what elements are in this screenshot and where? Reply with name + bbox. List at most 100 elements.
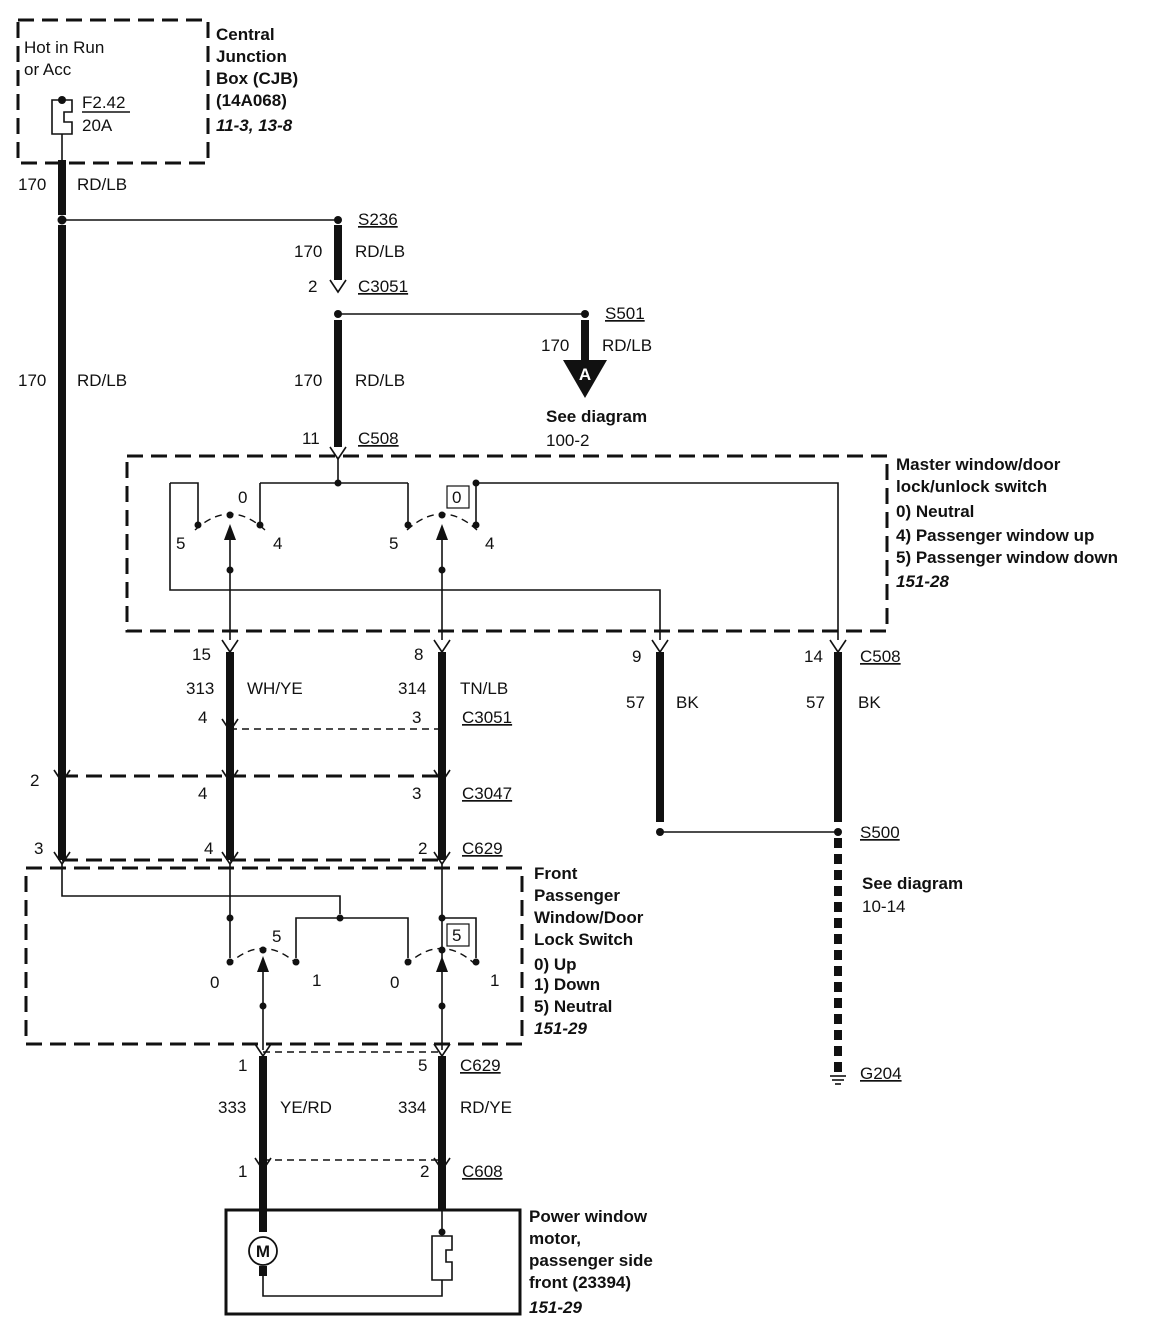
motor-box	[224, 1208, 522, 1316]
connector-c3051-top: C3051	[358, 277, 408, 296]
cjb-hot-label-2: or Acc	[24, 60, 72, 79]
master-left-label-4: 4	[273, 534, 282, 553]
wire-334-color: RD/YE	[460, 1098, 512, 1117]
pin-c608-2: 2	[420, 1162, 429, 1181]
front-switch-ref: 151-29	[534, 1019, 587, 1038]
cjb-ref: 11-3, 13-8	[216, 116, 293, 135]
master-left-neutral	[226, 511, 234, 519]
front-left-neutral	[259, 946, 267, 954]
wire-170-color-c508: RD/LB	[355, 371, 405, 390]
motor-title-4: front (23394)	[529, 1273, 631, 1292]
front-right-neutral	[438, 946, 446, 954]
connector-c3051-bottom: C3051	[462, 708, 512, 727]
cjb-title-3: Box (CJB)	[216, 69, 298, 88]
c629-top: 3 4 2 C629	[34, 839, 503, 866]
master-switch-title-2: lock/unlock switch	[896, 477, 1047, 496]
connector-c3047: C3047	[462, 784, 512, 803]
motor-feeds: 1 5 C629 333 YE/RD 334 RD/YE 1 2 C608	[218, 1043, 512, 1210]
master-left-label-0: 0	[238, 488, 247, 507]
front-switch-bus	[295, 917, 409, 958]
splice-s500-dot	[834, 828, 842, 836]
master-right-wiper-icon	[436, 524, 448, 540]
master-switch-ref: 151-28	[896, 572, 949, 591]
wire-57-number-right: 57	[806, 693, 825, 712]
fuse-icon	[51, 99, 73, 135]
ground-path: S500 See diagram 10-14 G204	[656, 823, 963, 1085]
front-right-wiper-icon	[436, 956, 448, 972]
master-right-label-4: 4	[485, 534, 494, 553]
pin-c3051-3: 3	[412, 708, 421, 727]
front-switch-pos-0: 0) Up	[534, 955, 577, 974]
front-right-label-1: 1	[490, 971, 499, 990]
splice-s236-dot	[334, 216, 342, 224]
wire-313-number: 313	[186, 679, 214, 698]
cjb-hot-label-1: Hot in Run	[24, 38, 104, 57]
wire-170-number-s501: 170	[541, 336, 569, 355]
wire-170-number-mid: 170	[18, 371, 46, 390]
cjb-title-4: (14A068)	[216, 91, 287, 110]
front-switch-title-3: Window/Door	[534, 908, 644, 927]
central-junction-box: Hot in Run or Acc F2.42 20A Central Junc…	[16, 18, 298, 165]
pin-c508-11: 11	[302, 429, 320, 448]
front-right-label-5: 5	[452, 926, 461, 945]
circuit-170-trunk: 170 RD/LB 170 RD/LB	[18, 134, 338, 860]
wire-314-color: TN/LB	[460, 679, 508, 698]
wire-57-number-left: 57	[626, 693, 645, 712]
front-switch-title-2: Passenger	[534, 886, 620, 905]
arrow-see-diagram: See diagram	[546, 407, 647, 426]
pin-c508-9: 9	[632, 647, 641, 666]
s236-branch: S236 170 RD/LB 2 C3051 170 RD/LB 11 C508	[294, 210, 585, 461]
cjb-title-2: Junction	[216, 47, 287, 66]
front-left-wiper-icon	[257, 956, 269, 972]
pin-c629-1: 1	[238, 1056, 247, 1075]
front-left-label-5: 5	[272, 927, 281, 946]
front-contact-left-0	[226, 958, 234, 966]
wire-314-number: 314	[398, 679, 426, 698]
pin-c629-3: 3	[34, 839, 43, 858]
motor-internal-wire	[262, 1276, 443, 1297]
fuse-id: F2.42	[82, 93, 125, 112]
front-switch-pos-5: 5) Neutral	[534, 997, 612, 1016]
ground-diagram-ref: 10-14	[862, 897, 905, 916]
wire-170-number-top: 170	[18, 175, 46, 194]
ground-see-diagram: See diagram	[862, 874, 963, 893]
master-ground-return	[169, 483, 661, 640]
wire-334-number: 334	[398, 1098, 426, 1117]
front-right-label-box	[446, 923, 470, 947]
wire-333-color: YE/RD	[280, 1098, 332, 1117]
wire-313-color: WH/YE	[247, 679, 303, 698]
pin-c629-2: 2	[418, 839, 427, 858]
front-contact-left-1	[292, 958, 300, 966]
master-switch-pos-5: 5) Passenger window down	[896, 548, 1118, 567]
master-left-label-5: 5	[176, 534, 185, 553]
pin-c629-5: 5	[418, 1056, 427, 1075]
motor-title-3: passenger side	[529, 1251, 653, 1270]
fuse-amps: 20A	[82, 116, 113, 135]
motor-title-2: motor,	[529, 1229, 581, 1248]
pin-c3047-2: 2	[30, 771, 39, 790]
pin-c508-15: 15	[192, 645, 211, 664]
motor-symbol: M	[256, 1242, 270, 1261]
pin-c3051-2: 2	[308, 277, 317, 296]
front-switch-feed	[61, 864, 341, 914]
pin-c3047-3: 3	[412, 784, 421, 803]
wire-57-color-left: BK	[676, 693, 699, 712]
arrow-diagram-ref: 100-2	[546, 431, 589, 450]
master-left-wiper-icon	[224, 524, 236, 540]
master-right-label-0: 0	[452, 488, 461, 507]
front-switch-pos-1: 1) Down	[534, 975, 600, 994]
s501-branch: S501 170 RD/LB A See diagram 100-2	[541, 304, 652, 450]
wire-170-number-c508: 170	[294, 371, 322, 390]
front-switch-title-4: Lock Switch	[534, 930, 633, 949]
master-right-neutral	[438, 511, 446, 519]
pin-c629-4: 4	[204, 839, 213, 858]
splice-s501: S501	[605, 304, 645, 323]
master-right-label-5: 5	[389, 534, 398, 553]
ground-g204: G204	[860, 1064, 902, 1083]
pin-c3051-4: 4	[198, 708, 207, 727]
off-page-arrow-icon	[563, 360, 607, 398]
front-switch-title-1: Front	[534, 864, 578, 883]
power-window-motor: M Power window motor, passenger side fro…	[224, 1207, 653, 1317]
connector-c3051-pin	[329, 279, 347, 294]
